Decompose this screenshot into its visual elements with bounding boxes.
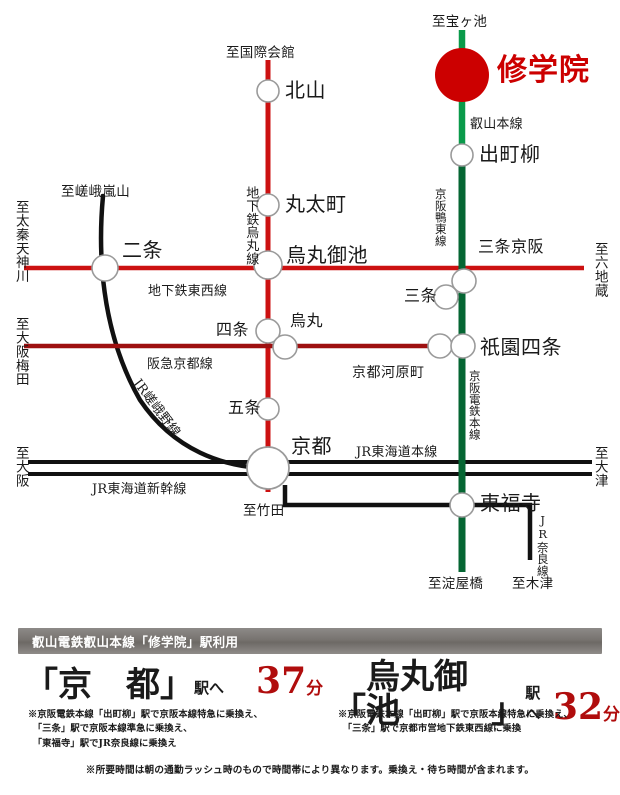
info-header-text: 叡山電鉄叡山本線「修学院」駅利用 (32, 634, 239, 650)
terminus-label-sagaarashiyama: 至嵯峨嵐山 (61, 184, 130, 200)
station-marker-karasuma-oike (253, 250, 283, 280)
line-jr-tokaido-honsen (268, 460, 592, 476)
station-label-karasuma: 烏丸 (290, 311, 324, 330)
terminus-label-osaka-umeda: 至大阪梅田 (12, 317, 29, 386)
station-label-sanjo-keihan: 三条京阪 (478, 237, 545, 256)
terminus-label-yodoyabashi: 至淀屋橋 (428, 576, 484, 592)
station-label-shijo: 四条 (216, 320, 250, 339)
station-label-nijo: 二条 (122, 238, 163, 262)
route-karasuma-oike: 「 烏丸御池 」 駅へ 32 分 (332, 660, 620, 728)
station-markers (91, 48, 489, 518)
route-karasuma-oike-unit: 分 (603, 705, 620, 725)
route-karasuma-oike-suffix: 駅へ (525, 684, 541, 723)
station-label-kyoto: 京都 (291, 434, 332, 458)
terminus-label-osaka: 至大阪 (12, 446, 29, 488)
station-label-gojo: 五条 (228, 398, 262, 417)
line-label-subway-karasuma: 地下鉄烏丸線 (243, 186, 259, 266)
station-marker-kyoto-kawaramachi (427, 333, 453, 359)
route-map: 修学院 北山 出町柳 丸太町 烏丸御池 二条 三条京阪 三条 四条 烏丸 京都河… (12, 14, 608, 592)
station-label-tofukuji: 東福寺 (480, 491, 542, 515)
terminus-label-takeda: 至竹田 (243, 503, 285, 519)
station-label-kyoto-kawaramachi: 京都河原町 (352, 365, 425, 381)
line-label-subway-tozai: 地下鉄東西線 (148, 284, 228, 299)
station-marker-marutamachi (256, 193, 280, 217)
route-kyoto-close-bracket: 」 (160, 665, 194, 705)
station-marker-sanjo-keihan (451, 268, 477, 294)
line-label-keihan-honsen: 京阪電鉄本線 (467, 370, 482, 441)
station-label-gion-shijo: 祇園四条 (480, 335, 562, 359)
station-label-demachiyanagi: 出町柳 (479, 142, 541, 166)
station-label-sanjo: 三条 (404, 286, 438, 305)
station-marker-karasuma (272, 334, 298, 360)
route-kyoto-note: ※京阪電鉄本線「出町柳」駅で京阪本線特急に乗換え、 「三条」駅で京阪本線準急に乗… (28, 709, 263, 749)
info-header-bar: 叡山電鉄叡山本線「修学院」駅利用 (18, 628, 602, 654)
route-karasuma-oike-note: ※京阪電鉄本線「出町柳」駅で京阪本線特急に乗換え、 「三条」駅で京都市営地下鉄東… (338, 709, 573, 735)
station-label-marutamachi: 丸太町 (285, 192, 347, 216)
route-kyoto: 「 京 都 」 駅へ 37 分 (24, 660, 323, 702)
route-kyoto-minutes: 37 (256, 660, 307, 702)
station-label-kitayama: 北山 (285, 78, 326, 102)
terminus-label-kokusaikaikan: 至国際会館 (226, 45, 295, 61)
line-label-hankyu-kyoto: 阪急京都線 (147, 357, 214, 372)
route-kyoto-station: 京 都 (58, 665, 160, 705)
line-label-jr-tokaido-shinkansen: JR東海道新幹線 (92, 482, 187, 497)
station-label-karasuma-oike: 烏丸御池 (286, 243, 368, 267)
route-summary-row: 「 京 都 」 駅へ 37 分 「 烏丸御池 」 駅へ 32 分 (0, 660, 620, 728)
route-kyoto-suffix: 駅へ (194, 679, 225, 697)
line-label-jr-nara: JR奈良線 (535, 513, 550, 577)
line-label-jr-tokaido-honsen: JR東海道本線 (356, 445, 438, 460)
footnote: ※所要時間は朝の通勤ラッシュ時のもので時間帯により異なります。乗換え・待ち時間が… (85, 765, 535, 776)
route-karasuma-oike-open-bracket: 「 (332, 691, 366, 731)
station-marker-gion-shijo (450, 333, 476, 359)
station-marker-demachiyanagi (450, 143, 474, 167)
line-jr-sagano (98, 193, 265, 471)
route-kyoto-unit: 分 (306, 679, 324, 699)
station-marker-kitayama (256, 79, 280, 103)
line-label-eizan-honsen: 叡山本線 (470, 117, 523, 132)
station-marker-sanjo (433, 284, 459, 310)
station-marker-gojo (256, 397, 280, 421)
station-marker-shijo (255, 318, 281, 344)
terminus-label-rokujizo: 至六地蔵 (591, 242, 608, 298)
terminus-label-uzumasa-tenjingawa: 至太秦天神川 (12, 200, 29, 283)
terminus-label-kizu: 至木津 (512, 576, 554, 592)
route-karasuma-oike-close-bracket: 」 (491, 691, 526, 731)
station-marker-nijo (91, 254, 119, 282)
terminus-label-otsu: 至大津 (591, 446, 608, 488)
route-karasuma-oike-minutes: 32 (552, 686, 603, 728)
line-label-keihan-touzen: 京阪鴨東線 (433, 188, 448, 247)
terminus-label-takaragaike: 至宝ヶ池 (432, 14, 488, 30)
station-marker-kyoto (246, 446, 290, 490)
route-map-svg (24, 30, 592, 572)
station-marker-tofukuji (449, 492, 475, 518)
info-panel: 叡山電鉄叡山本線「修学院」駅利用 「 京 都 」 駅へ 37 分 「 烏丸御池 … (0, 610, 620, 795)
station-label-shugakuin: 修学院 (497, 53, 590, 88)
route-kyoto-open-bracket: 「 (24, 665, 58, 705)
route-karasuma-oike-station: 烏丸御池 (366, 657, 468, 731)
station-marker-shugakuin (435, 48, 489, 102)
